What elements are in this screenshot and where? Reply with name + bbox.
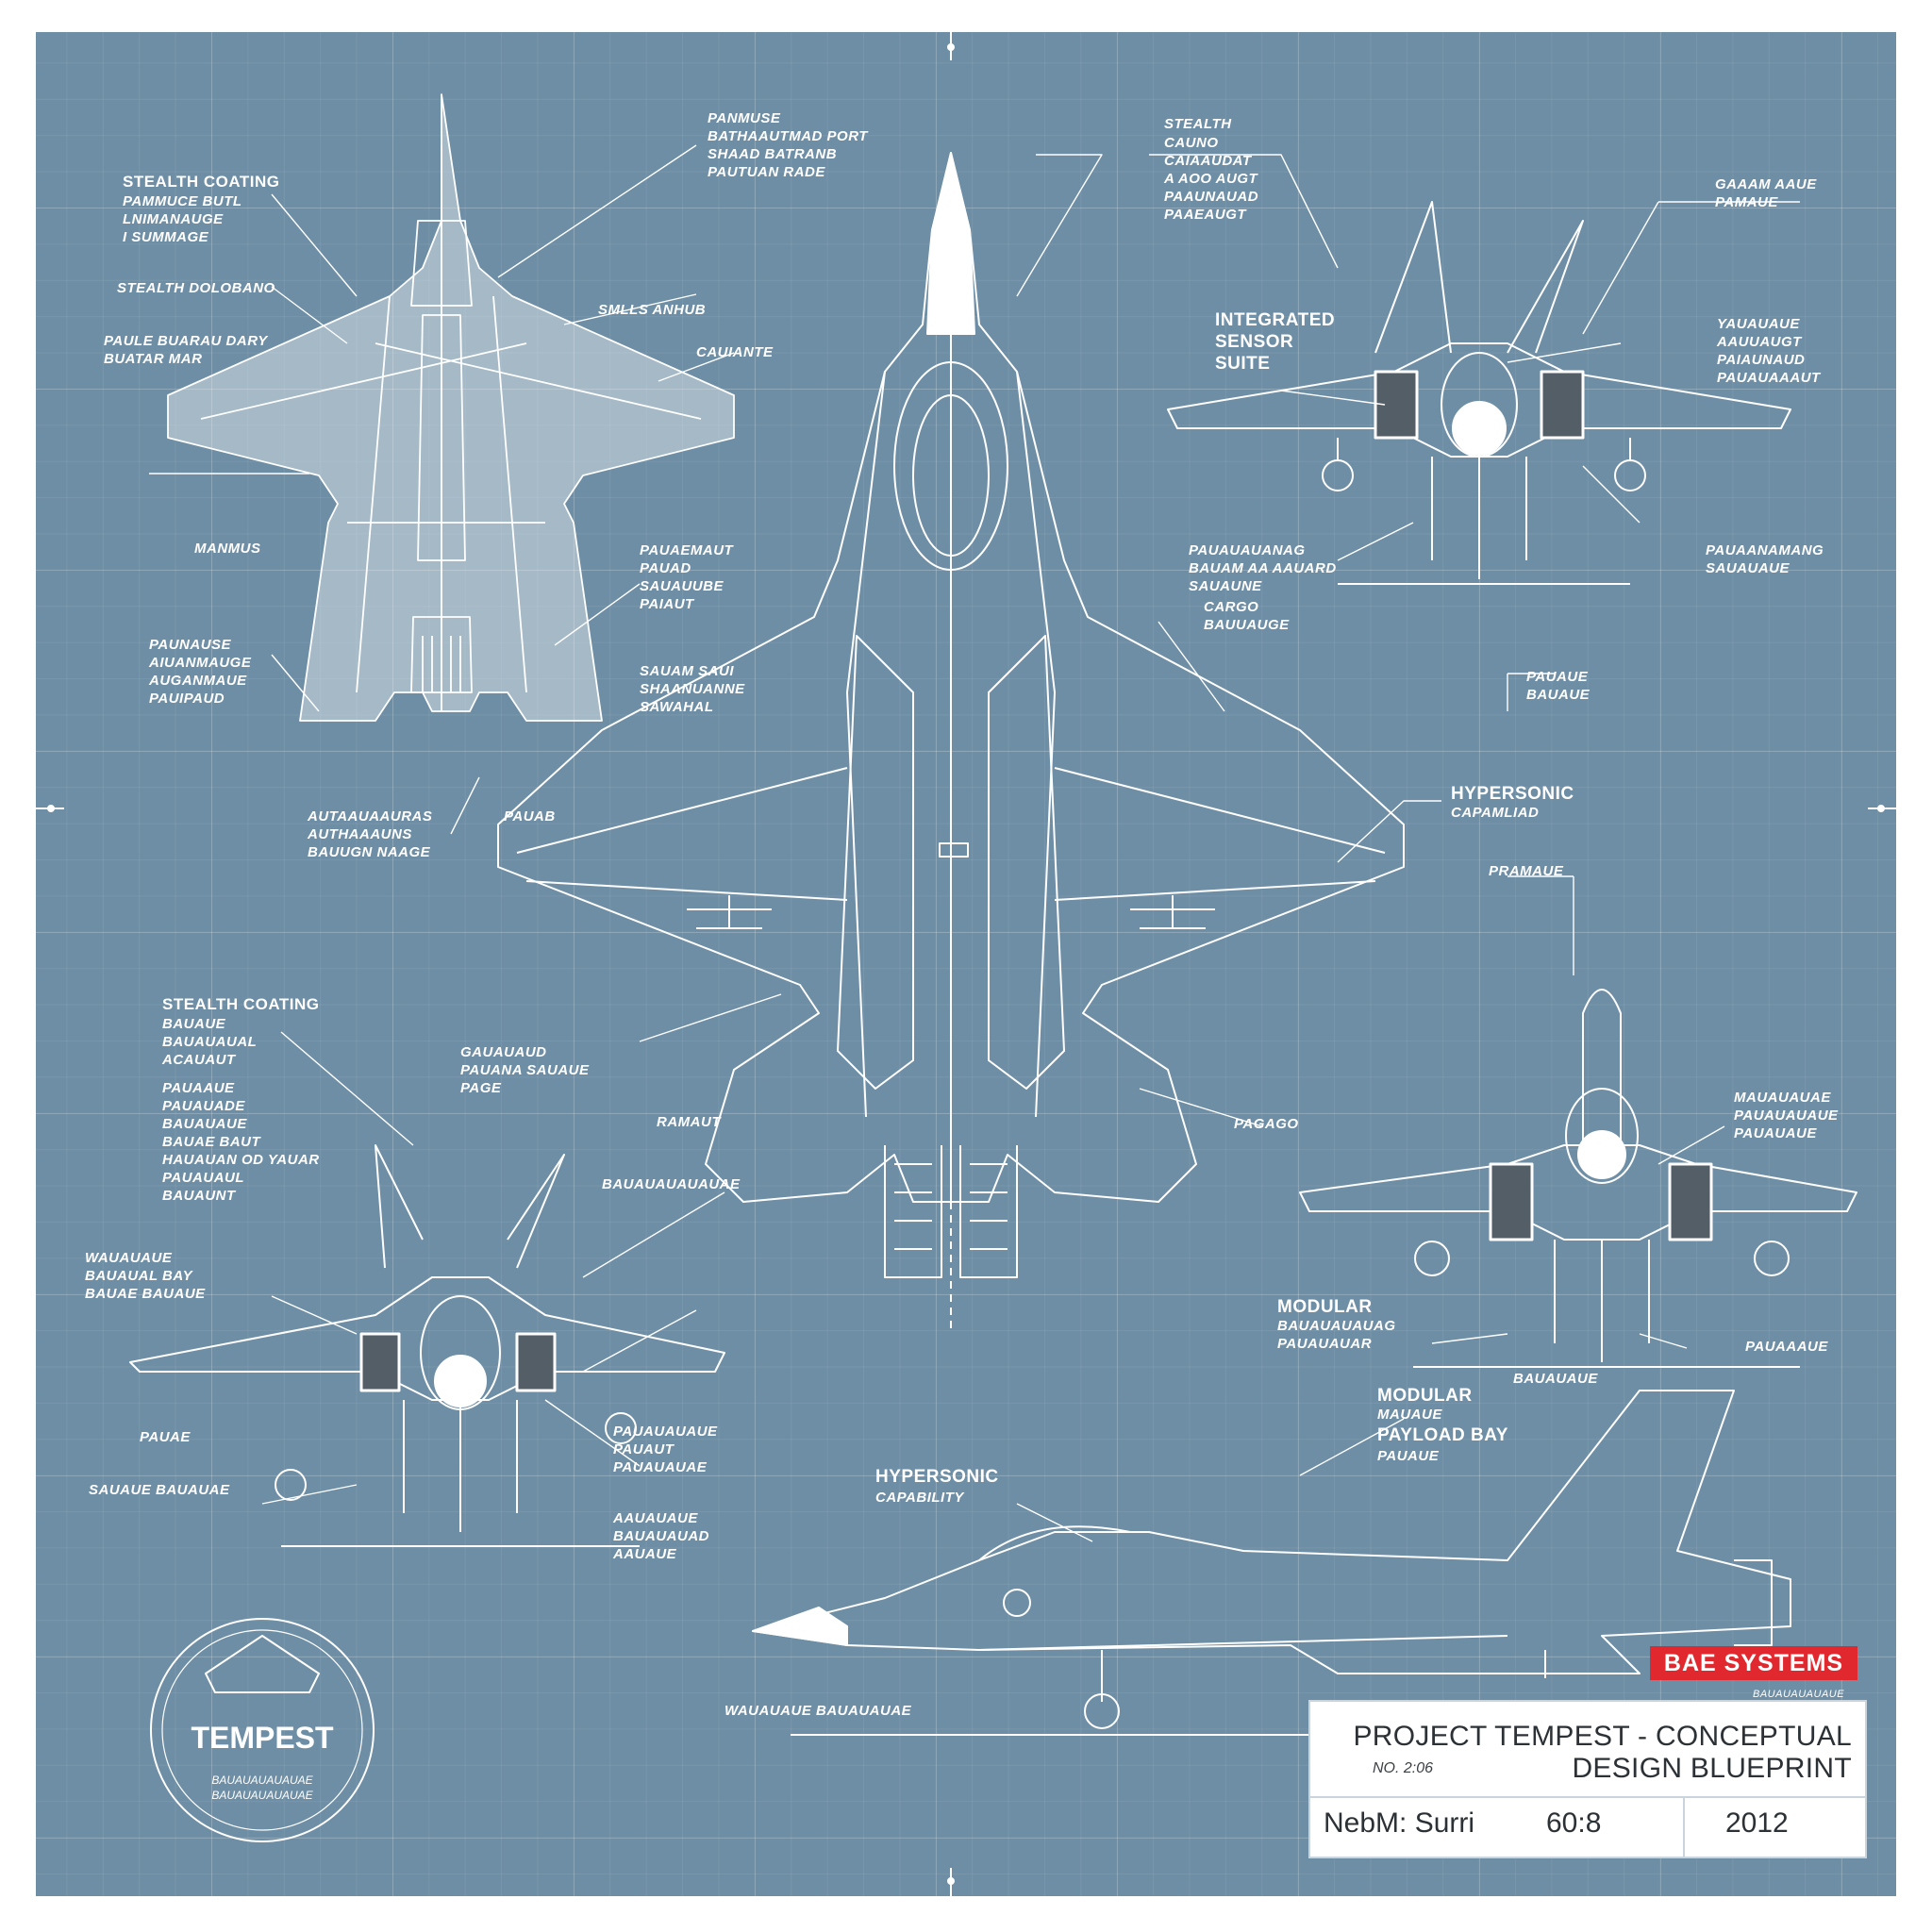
- label-integrated-sensor-suite: INTEGRATED SENSOR SUITE: [1215, 310, 1336, 374]
- label-top-right-tag: GAAAM AAUE PAMAUE: [1715, 176, 1817, 210]
- title-block-divider: [1310, 1796, 1865, 1798]
- label-bottom-left-tag: PAUAE: [140, 1429, 191, 1445]
- title-block-ref: NO. 2:06: [1373, 1760, 1434, 1776]
- mid-right-front-view: [1299, 989, 1857, 1368]
- label-side-bottom: WAUAUAUE BAUAUAUAE: [724, 1703, 912, 1719]
- label-spine: SMLLS ANHUB: [598, 302, 707, 318]
- side-view: [752, 1390, 1791, 1736]
- label-modular-side-extra: MAUAUE: [1377, 1407, 1442, 1423]
- label-center-right: PAGAGO: [1234, 1116, 1299, 1132]
- label-bottom-left-right-top: BAUAUAUAUAUAE: [602, 1176, 741, 1192]
- title-block-scale: 60:8: [1546, 1807, 1602, 1839]
- label-hypersonic-side: HYPERSONIC: [875, 1467, 999, 1487]
- emblem-name: TEMPEST: [191, 1721, 334, 1755]
- label-stealth-radar: STEALTH DOLOBANO: [117, 280, 275, 296]
- label-mid-right-tag: MAUAUAUAE PAUAUAUAUE PAUAUAUE: [1734, 1090, 1839, 1141]
- label-mid-right-bottom: PAUAAAUE: [1745, 1339, 1828, 1355]
- emblem-seal: [150, 1618, 375, 1842]
- label-stealth-coating-top-left: STEALTH COATING: [123, 173, 280, 191]
- bae-systems-logo: BAE SYSTEMS: [1650, 1646, 1857, 1680]
- label-hypersonic-center-sub: CAPAMLIAD: [1451, 805, 1540, 821]
- leader-lines: [149, 144, 1800, 1542]
- label-cargo: CARGO BAUUAUGE: [1204, 599, 1290, 633]
- label-bottom-left-tag2: SAUAUE BAUAUAE: [89, 1482, 230, 1498]
- label-modular-mid-right: MODULAR: [1277, 1297, 1373, 1317]
- emblem-subtext: BAUAUAUAUAUAE BAUAUAUAUAUAE: [211, 1774, 313, 1802]
- label-hypersonic-side-sub: CAPABILITY: [875, 1490, 964, 1506]
- label-top-right-under: PAUAUE BAUAUE: [1526, 669, 1591, 703]
- registration-marks: [36, 32, 1896, 1896]
- label-pramane: PRAMAUE: [1489, 863, 1564, 879]
- label-right-mid: PAUAEMAUT PAUAD SAUAUUBE PAIAUT: [640, 542, 734, 612]
- title-line-1: PROJECT TEMPEST - CONCEPTUAL: [1353, 1721, 1852, 1752]
- label-stealth-coating-bottom-left: STEALTH COATING: [162, 995, 320, 1013]
- label-payload-bay: PAYLOAD BAY: [1377, 1425, 1508, 1445]
- label-top-right-bottom-left: PAUAUAUANAG BAUAM AA AAUARD SAUAUNE: [1189, 542, 1337, 594]
- label-modular-side: MODULAR: [1377, 1386, 1473, 1406]
- label-right-mid2: SAUAM SAUI SHAANUANNE SAWAHAL: [640, 663, 745, 715]
- label-mid-right-bay: BAUAUAUE: [1513, 1371, 1598, 1387]
- label-modular-side-extra2: PAUAUE: [1377, 1448, 1440, 1464]
- aircraft-drawings: [36, 32, 1896, 1896]
- label-wing-right: CAUIANTE: [696, 344, 774, 360]
- title-block-title: PROJECT TEMPEST - CONCEPTUAL DESIGN BLUE…: [1314, 1721, 1852, 1785]
- label-panel-top: PANMUSE BATHAAUTMAD PORT SHAAD BATRANB P…: [708, 110, 868, 180]
- label-lower-tag: PAUAB: [504, 808, 556, 824]
- label-stealth-coating-sub-top-left: PAMMUCE BUTL LNIMANAUGE I SUMMAGE: [123, 193, 242, 245]
- label-bottom-left-block: PAUAAUE PAUAUADE BAUAUAUE BAUAE BAUT HAU…: [162, 1080, 320, 1204]
- label-bottom-left-right-low2: AAUAUAUE BAUAUAUAD AAUAUE: [613, 1510, 709, 1562]
- center-planform: [497, 152, 1405, 1334]
- label-top-right-side: YAUAUAUE AAUUAUGT PAIAUNAUD PAUAUAAAUT: [1717, 316, 1821, 386]
- title-line-2: DESIGN BLUEPRINT: [1572, 1753, 1852, 1784]
- bottom-left-front-view: [129, 1144, 725, 1547]
- label-stealth-center-sub: CAUNO CAIAAUDAT A AOO AUGT PAAUNAUAD PAA…: [1164, 135, 1259, 223]
- label-hypersonic-center: HYPERSONIC: [1451, 784, 1574, 804]
- label-modular-mid-right-sub: BAUAUAUAUAG PAUAUAUAR: [1277, 1318, 1396, 1352]
- title-block-year: 2012: [1725, 1807, 1789, 1839]
- label-center-left: GAUAUAUD PAUANA SAUAUE PAGE: [460, 1044, 590, 1096]
- label-stealth-center: STEALTH: [1164, 116, 1232, 132]
- label-aft-small: MANMUS: [194, 541, 261, 557]
- label-center-left2: RAMAUT: [657, 1114, 721, 1130]
- label-stealth-coating-sub-bottom-left: BAUAUE BAUAUAUAL ACAUAUT: [162, 1016, 258, 1068]
- label-panel-left: PAULE BUARAU DARY BUATAR MAR: [104, 333, 268, 367]
- top-right-front-view: [1167, 201, 1791, 585]
- label-bottom-left-right-low: PAUAUAUAUE PAUAUT PAUAUAUAE: [613, 1424, 718, 1475]
- label-top-right-bottom-right: PAUAANAMANG SAUAUAUE: [1706, 542, 1824, 576]
- title-block-name: NebM: Surri: [1324, 1807, 1475, 1839]
- blueprint-sheet: STEALTH COATING PAMMUCE BUTL LNIMANAUGE …: [36, 32, 1896, 1896]
- label-left-mid: PAUNAUSE AIUANMAUGE AUGANMAUE PAUIPAUD: [149, 637, 252, 707]
- label-lower: AUTAAUAAURAS AUTHAAAUNS BAUUGN NAAGE: [308, 808, 433, 860]
- top-left-planform: [167, 93, 735, 722]
- title-block: PROJECT TEMPEST - CONCEPTUAL DESIGN BLUE…: [1308, 1700, 1867, 1858]
- title-block-vertical-divider: [1683, 1796, 1685, 1858]
- label-bottom-left-side: WAUAUAUE BAUAUAL BAY BAUAE BAUAUE: [85, 1250, 206, 1302]
- bae-systems-subtext: BAUAUAUAUAUE: [1753, 1689, 1845, 1700]
